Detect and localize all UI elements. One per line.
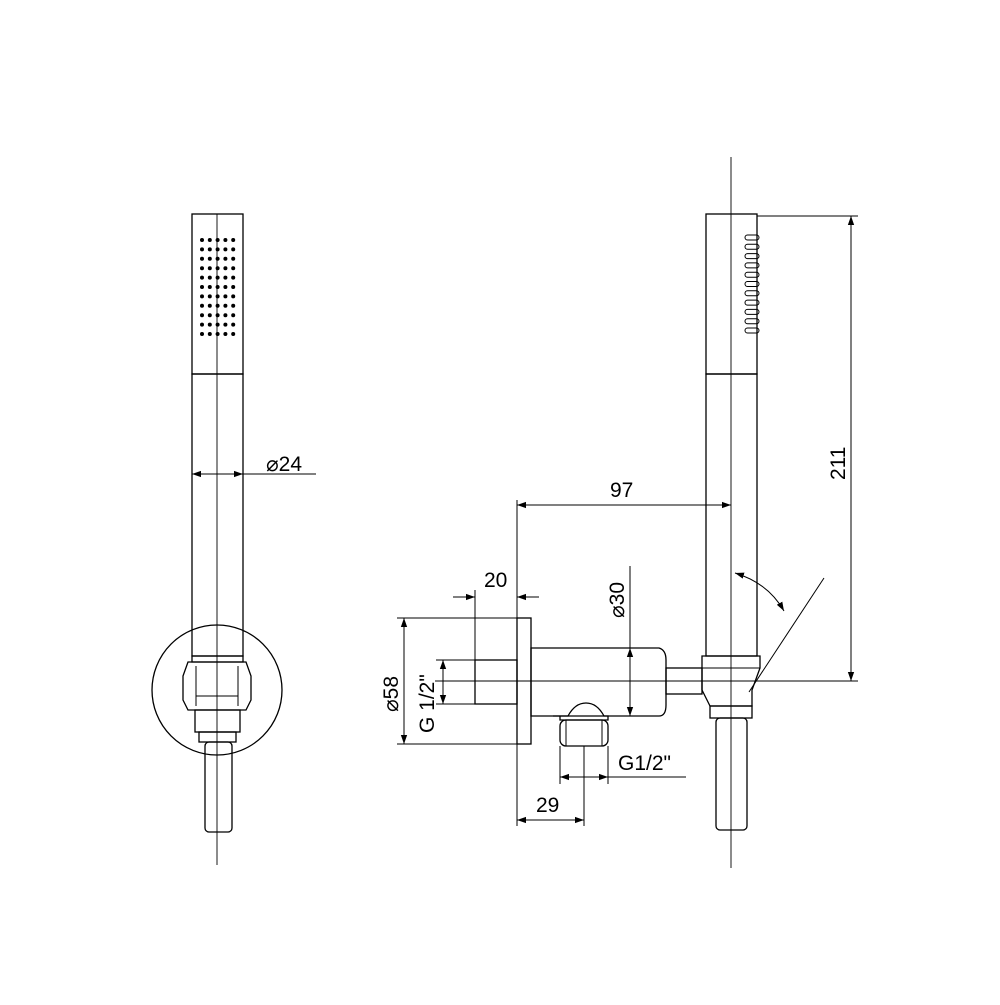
wall-flange-front (151, 624, 283, 756)
side-view: 97 20 ⌀30 211 ⌀58 G 1/2" G1/2" (380, 157, 858, 868)
nozzle-dot (223, 247, 228, 252)
nozzle-dot (231, 275, 236, 280)
nozzle-dot (223, 294, 228, 299)
flange-depth-label: 20 (484, 569, 507, 592)
nozzle-dot (200, 303, 204, 308)
nozzle-dot (231, 266, 236, 271)
height-label: 211 (827, 447, 850, 480)
shower-head-side (705, 213, 758, 375)
nozzle-dot (215, 256, 220, 261)
nozzle-dot (231, 332, 236, 336)
rotation-axis-line (748, 577, 825, 693)
valve-body (530, 647, 667, 717)
handle-body-side (705, 373, 758, 657)
nozzle-dot (200, 285, 204, 289)
nozzle-dot (215, 294, 220, 299)
nozzle-column-side (744, 234, 760, 334)
shower-head-front (191, 213, 244, 375)
nozzle-side (744, 234, 760, 241)
nozzle-side (744, 308, 760, 315)
nozzle-dot (231, 247, 236, 252)
nozzle-dot (231, 256, 236, 261)
nozzle-dot (223, 238, 228, 242)
nozzle-dot (207, 238, 212, 242)
nozzle-grid-front (200, 238, 236, 336)
handle-diameter-label: ⌀24 (266, 453, 302, 476)
nozzle-dot (223, 256, 228, 261)
nozzle-dot (207, 313, 212, 318)
nozzle-dot (215, 238, 220, 242)
nozzle-dot (200, 294, 204, 299)
flange-diameter-label: ⌀58 (380, 676, 403, 712)
nozzle-dot (231, 303, 236, 308)
nozzle-dot (215, 332, 220, 336)
inlet-thread-label: G 1/2" (416, 674, 439, 733)
hose-connector-front (194, 709, 241, 733)
nozzle-dot (207, 322, 212, 327)
nozzle-dot (215, 303, 220, 308)
nozzle-dot (200, 332, 204, 336)
hose-side (715, 717, 748, 831)
reach-label: 97 (610, 479, 633, 502)
nozzle-dot (231, 285, 236, 289)
nozzle-dot (223, 275, 228, 280)
nozzle-dot (200, 266, 204, 271)
nozzle-dot (215, 247, 220, 252)
nozzle-side (744, 243, 760, 250)
outlet-offset-label: 29 (536, 794, 559, 817)
nozzle-dot (207, 266, 212, 271)
nozzle-dot (207, 256, 212, 261)
nozzle-dot (207, 285, 212, 289)
rotation-arrow-icon (734, 572, 785, 612)
nozzle-dot (215, 313, 220, 318)
nozzle-dot (200, 247, 204, 252)
nozzle-dot (231, 294, 236, 299)
nozzle-dot (215, 275, 220, 280)
nozzle-side (744, 290, 760, 297)
nozzle-dot (231, 238, 236, 242)
nozzle-dot (215, 285, 220, 289)
holder-bracket-front (182, 661, 252, 711)
inlet-thread-stub (474, 659, 518, 705)
nozzle-dot (231, 322, 236, 327)
nozzle-dot (200, 238, 204, 242)
holder-bracket-side (701, 655, 761, 707)
nozzle-side (744, 262, 760, 269)
front-view: ⌀24 (151, 213, 316, 865)
outlet-neck (553, 702, 609, 721)
nozzle-side (744, 253, 760, 260)
nozzle-side (744, 281, 760, 287)
nozzle-dot (215, 322, 220, 327)
nozzle-dot (200, 322, 204, 327)
nozzle-side (744, 327, 760, 334)
nozzle-dot (223, 266, 228, 271)
nozzle-dot (223, 332, 228, 336)
handle-body-front (191, 373, 244, 657)
nozzle-side (744, 299, 760, 306)
handle-collar (191, 655, 244, 663)
nozzle-dot (207, 275, 212, 280)
nozzle-dot (207, 332, 212, 336)
nozzle-dot (200, 275, 204, 280)
outlet-diameter-label: ⌀30 (606, 582, 629, 618)
nozzle-dot (207, 303, 212, 308)
nozzle-dot (200, 313, 204, 318)
nozzle-dot (223, 303, 228, 308)
nozzle-side (744, 318, 760, 325)
nozzle-dot (223, 285, 228, 289)
outlet-thread-label: G1/2" (618, 752, 671, 775)
hose-front (204, 741, 233, 833)
nozzle-dot (215, 266, 220, 271)
nozzle-dot (231, 313, 236, 318)
nozzle-dot (200, 256, 204, 261)
nozzle-dot (207, 247, 212, 252)
nozzle-dot (223, 313, 228, 318)
outlet-nut (559, 719, 609, 747)
nozzle-side (744, 271, 760, 278)
nozzle-dot (207, 294, 212, 299)
nozzle-dot (223, 322, 228, 327)
